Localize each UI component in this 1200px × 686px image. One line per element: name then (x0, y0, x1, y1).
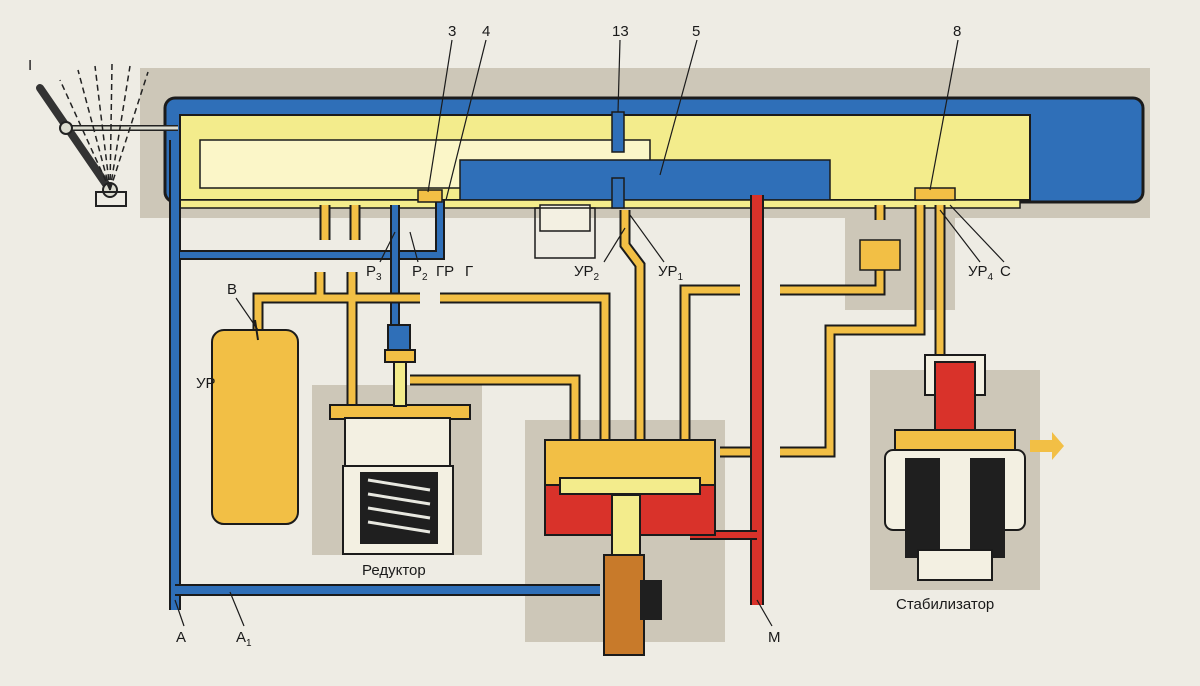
label-A1: А1 (236, 629, 252, 649)
label-P2: Р2 (412, 263, 428, 283)
label-4: 4 (482, 23, 490, 40)
label-UR1: УР1 (658, 263, 684, 283)
leader-lines (174, 39, 1005, 627)
label-5: 5 (692, 23, 700, 40)
stabilizer-valve (884, 354, 1064, 581)
label-3: 3 (448, 23, 456, 40)
diagram-labels: I 3 4 13 5 8 В УР Р3 Р2 ГР Г УР2 УР1 УР4… (28, 23, 1011, 649)
label-M: М (768, 629, 781, 646)
label-C: С (1000, 263, 1011, 280)
label-handle: I (28, 57, 32, 74)
valve-body (163, 96, 1145, 209)
label-UR2: УР2 (574, 263, 600, 283)
caption-stabilizer: Стабилизатор (896, 596, 994, 613)
label-P3: Р3 (366, 263, 382, 283)
label-13: 13 (612, 23, 629, 40)
equalizing-lines (252, 205, 946, 458)
reducer-valve (329, 324, 471, 555)
label-8: 8 (953, 23, 961, 40)
label-UR4: УР4 (968, 263, 994, 283)
feed-line (169, 111, 625, 610)
top-fittings (417, 187, 956, 271)
handle[interactable] (36, 63, 178, 207)
equalizing-reservoir (211, 319, 299, 525)
label-A: А (176, 629, 186, 646)
caption-reducer: Редуктор (362, 562, 426, 579)
label-UR: УР (196, 375, 216, 392)
label-G: Г (465, 263, 473, 280)
label-B: В (227, 281, 237, 298)
label-GR: ГР (436, 263, 454, 280)
relay-valve (544, 439, 716, 656)
